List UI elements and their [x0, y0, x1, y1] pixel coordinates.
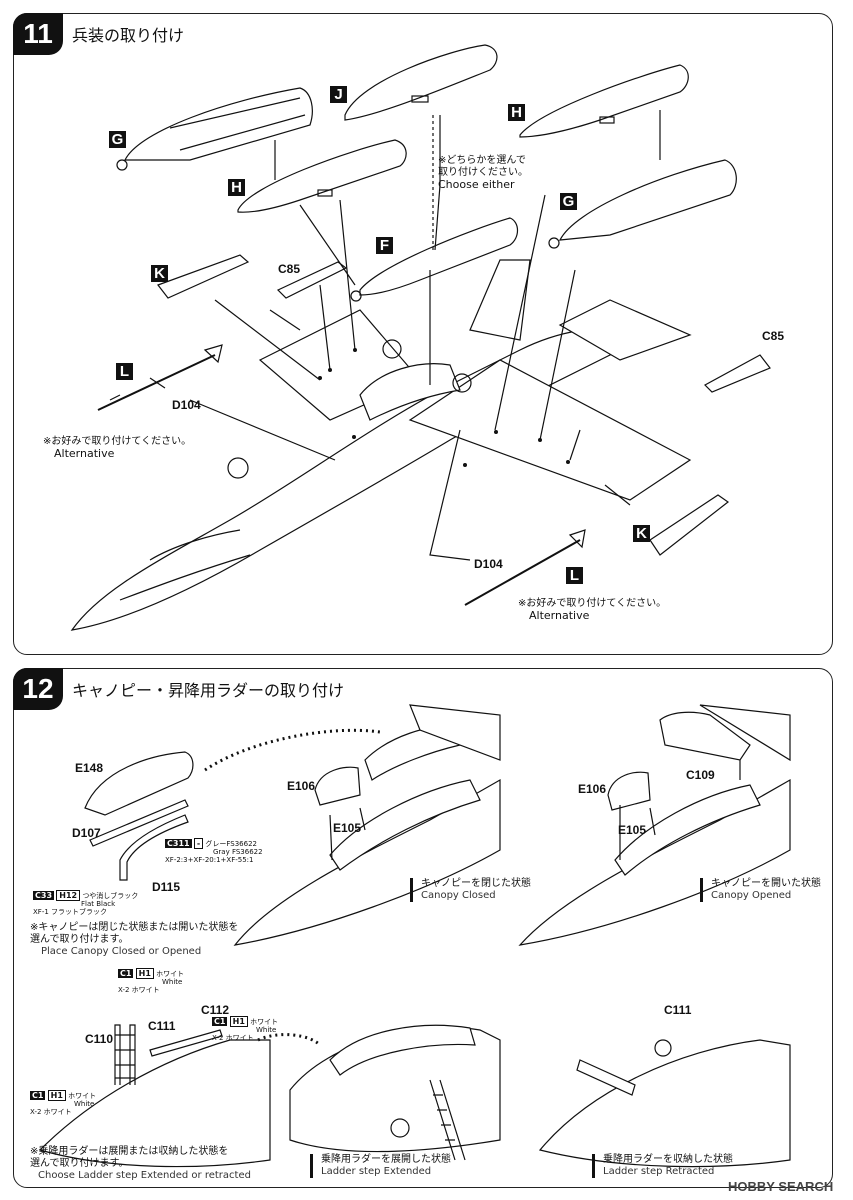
part-L-label-2: L [566, 567, 583, 584]
alternative-note-2: ※お好みで取り付けてください。 Alternative [518, 598, 667, 622]
part-E105-closed: E105 [333, 821, 362, 835]
part-E106-closed: E106 [287, 779, 316, 793]
part-C85-right: C85 [762, 329, 785, 343]
paint-spec-c1-c: C1 H1 ホワイト White X-2 ホワイト [30, 1090, 97, 1116]
part-C112: C112 [201, 1003, 230, 1017]
ladder-retracted-caption: 乗降用ラダーを収納した状態 Ladder step Retracted [592, 1154, 733, 1178]
part-E105-opened: E105 [618, 823, 647, 837]
part-F-label: F [376, 237, 393, 254]
part-C109: C109 [686, 768, 715, 782]
part-D104-right: D104 [474, 557, 503, 571]
part-D115: D115 [152, 880, 181, 894]
part-K-label-2: K [633, 525, 650, 542]
part-C111-b: C111 [664, 1003, 692, 1017]
paint-spec-c1-b: C1 H1 ホワイト White X-2 ホワイト [212, 1016, 279, 1042]
choose-either-note: ※どちらかを選んで 取り付けください。 Choose either [438, 155, 528, 191]
paint-spec-c1-a: C1 H1 ホワイト White X-2 ホワイト [118, 968, 185, 994]
part-D107: D107 [72, 826, 101, 840]
part-E148: E148 [75, 761, 104, 775]
part-C111-a: C111 [148, 1019, 176, 1033]
step-12-badge: 12 [13, 668, 63, 710]
part-H-label-1: H [508, 104, 525, 121]
part-G-label-2: G [560, 193, 577, 210]
part-G-label-1: G [109, 131, 126, 148]
ladder-extended-caption: 乗降用ラダーを展開した状態 Ladder step Extended [310, 1154, 451, 1178]
step-11-badge: 11 [13, 13, 63, 55]
hobby-search-watermark: HOBBY SEARCH [728, 1179, 834, 1194]
part-C85-left: C85 [278, 262, 301, 276]
canopy-choice-note: ※キャノピーは閉じた状態または開いた状態を 選んで取り付けます。 Place C… [30, 922, 239, 957]
part-J-label: J [330, 86, 347, 103]
part-C110: C110 [85, 1032, 114, 1046]
part-H-label-2: H [228, 179, 245, 196]
alternative-note-1: ※お好みで取り付けてください。 Alternative [43, 436, 192, 460]
part-K-label-1: K [151, 265, 168, 282]
paint-spec-c33: C33 H12 つや消しブラック Flat Black XF-1 フラットブラッ… [33, 890, 139, 916]
paint-spec-c311: C311 - グレーFS36622 Gray FS36622 XF-2:3+XF… [165, 838, 263, 864]
step-12-title: キャノピー・昇降用ラダーの取り付け [72, 681, 345, 700]
canopy-opened-caption: キャノピーを開いた状態 Canopy Opened [700, 878, 821, 902]
part-L-label-1: L [116, 363, 133, 380]
part-E106-opened: E106 [578, 782, 607, 796]
part-D104-left: D104 [172, 398, 201, 412]
canopy-closed-caption: キャノピーを閉じた状態 Canopy Closed [410, 878, 531, 902]
ladder-choice-note: ※乗降用ラダーは展開または収納した状態を 選んで取り付けます。 Choose L… [30, 1146, 251, 1181]
step-11-panel [13, 13, 833, 655]
step-11-title: 兵装の取り付け [72, 26, 185, 45]
